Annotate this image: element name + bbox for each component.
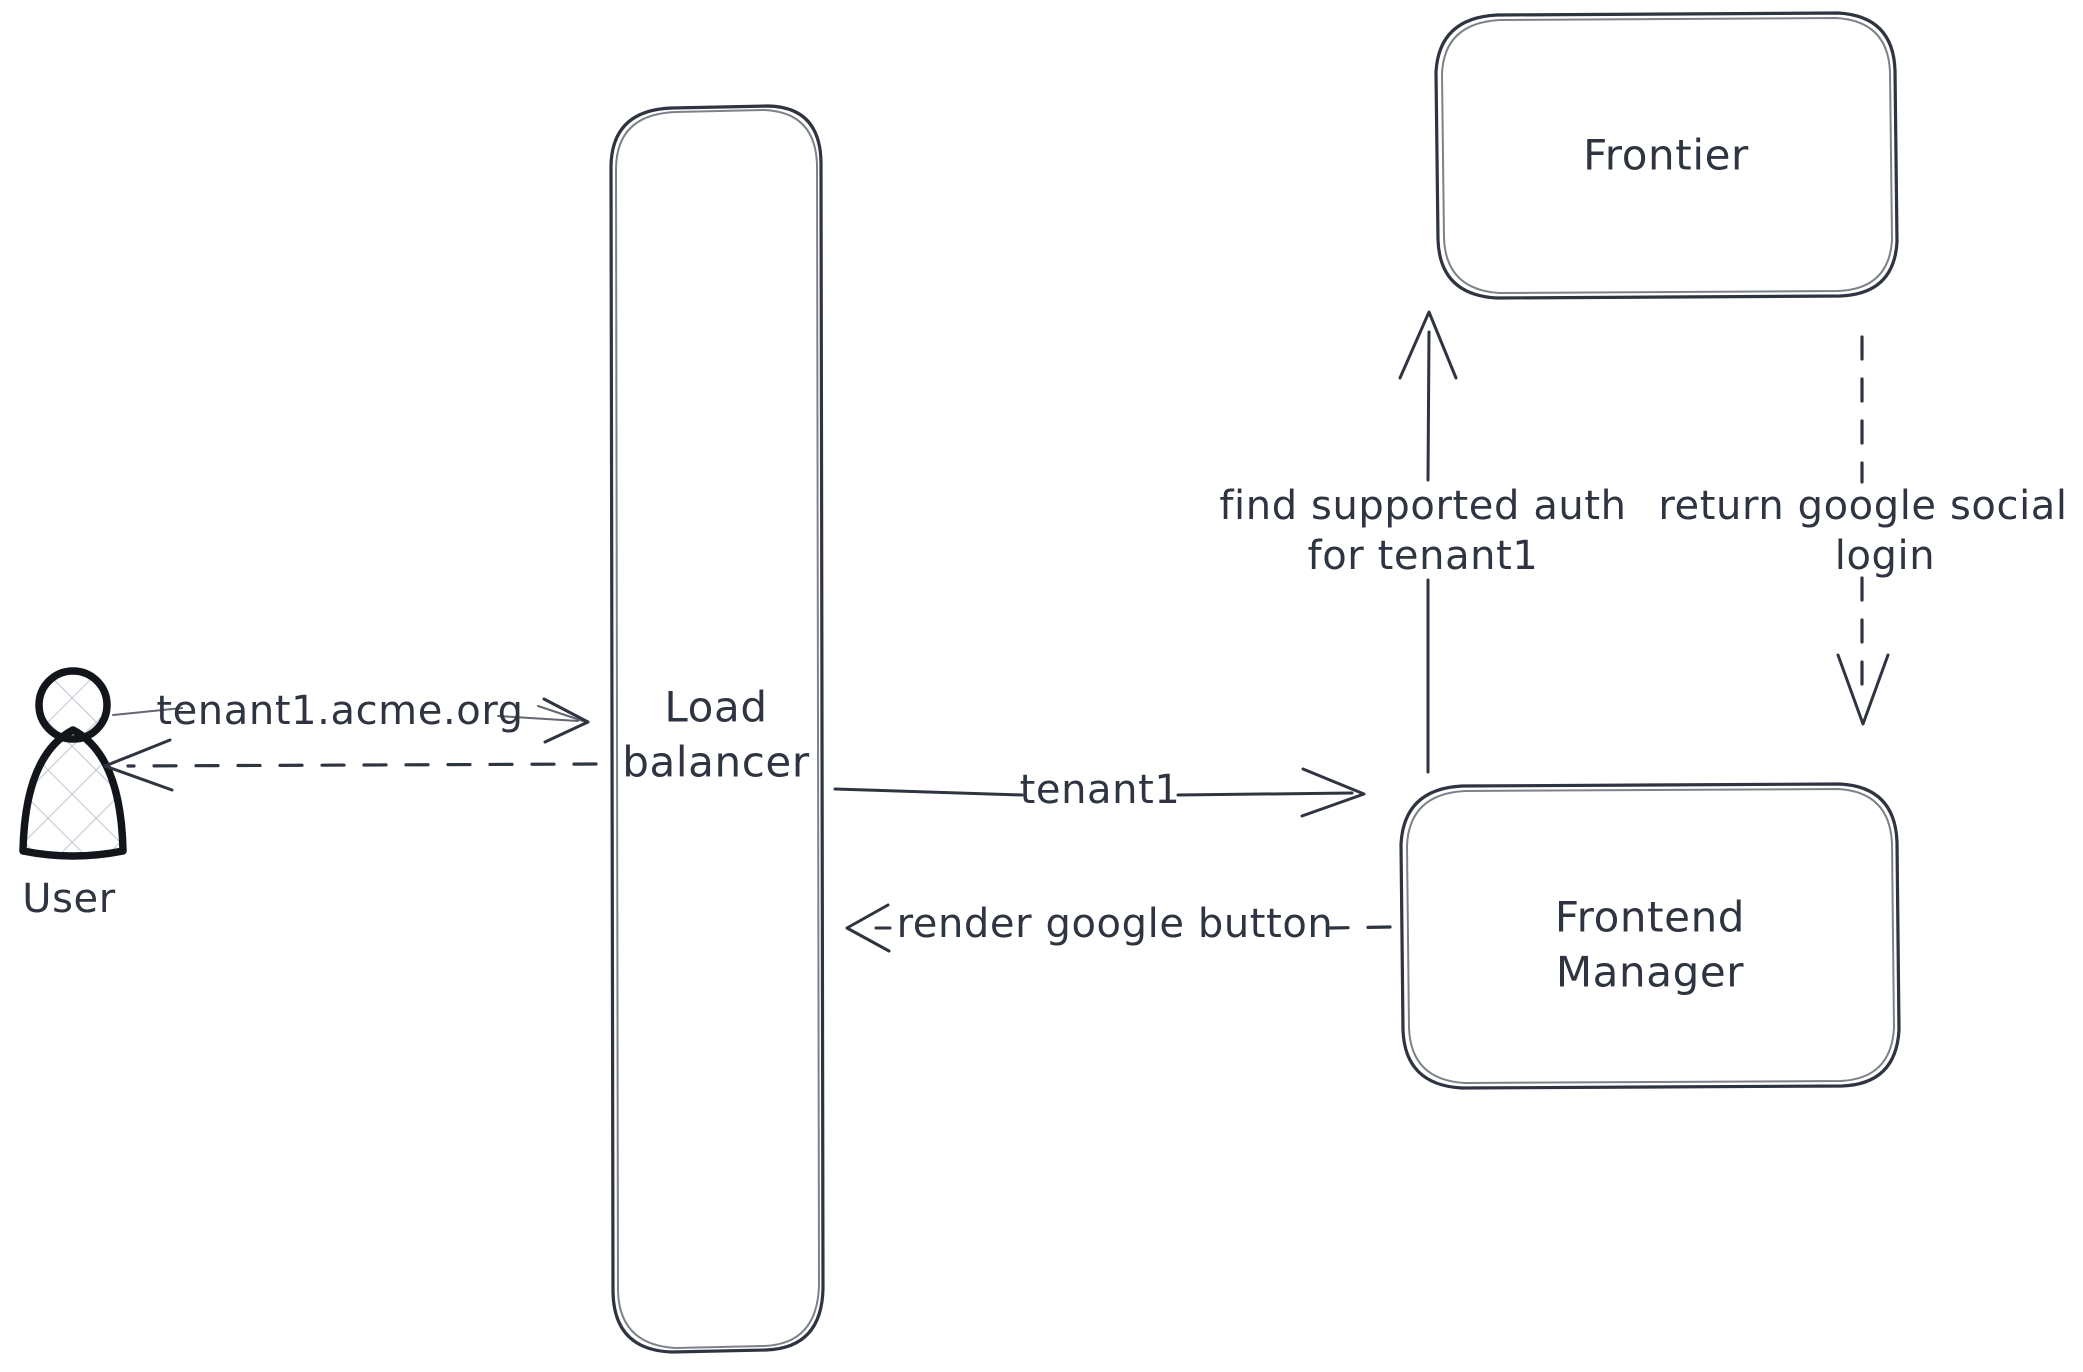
node-frontend-manager-label-line2: Manager — [1556, 948, 1744, 997]
edge-load-balancer-to-user[interactable] — [103, 738, 598, 792]
edge-frontend-manager-to-frontier-label-line2: for tenant1 — [1308, 533, 1539, 579]
node-load-balancer-label-line2: balancer — [622, 738, 810, 787]
edge-frontier-to-frontend-manager-label-line1: return google social — [1658, 483, 2067, 529]
node-frontend-manager-label-line1: Frontend — [1555, 893, 1745, 942]
edge-user-to-load-balancer[interactable]: tenant1.acme.org — [112, 688, 590, 744]
edge-load-balancer-to-frontend-manager-label: tenant1 — [1020, 767, 1181, 813]
node-frontier[interactable]: Frontier — [1434, 11, 1899, 300]
edge-frontend-manager-to-load-balancer-label: render google button — [897, 901, 1334, 947]
edge-frontier-to-frontend-manager-label-line2: login — [1835, 533, 1935, 579]
actor-user[interactable]: User — [19, 667, 127, 922]
node-frontend-manager[interactable]: Frontend Manager — [1399, 782, 1901, 1090]
edge-frontend-manager-to-load-balancer[interactable]: render google button — [845, 901, 1392, 953]
edge-frontend-manager-to-frontier[interactable]: find supported auth for tenant1 — [1219, 310, 1626, 774]
edge-frontend-manager-to-frontier-label-line1: find supported auth — [1219, 483, 1626, 529]
edge-user-to-load-balancer-label: tenant1.acme.org — [156, 688, 523, 734]
node-load-balancer[interactable]: Load balancer — [609, 104, 825, 1354]
node-frontier-label: Frontier — [1583, 131, 1749, 180]
actor-user-head — [35, 667, 111, 743]
edge-frontier-to-frontend-manager[interactable]: return google social login — [1658, 335, 2067, 726]
node-load-balancer-label-line1: Load — [664, 683, 767, 732]
edge-load-balancer-to-frontend-manager[interactable]: tenant1 — [833, 767, 1366, 818]
actor-user-label: User — [22, 876, 116, 922]
